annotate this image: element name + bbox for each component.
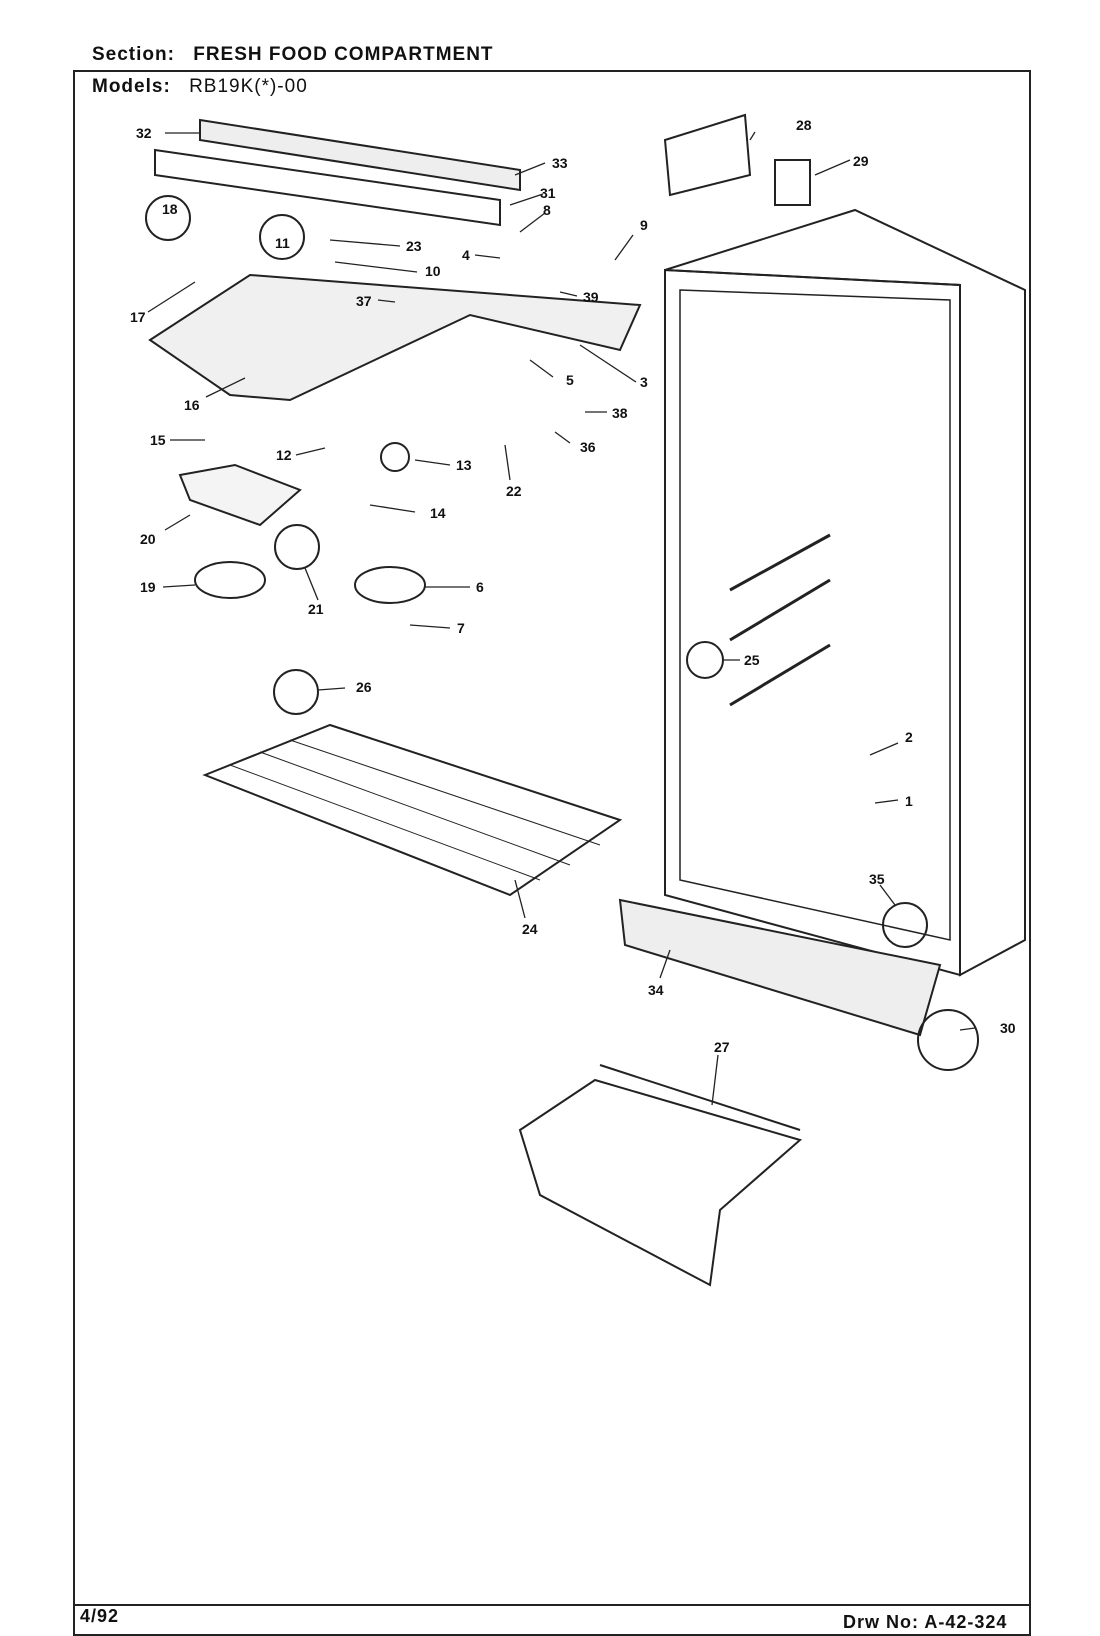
lamp-bulb [380,442,410,472]
callout-37: 37 [356,293,372,309]
section-value: FRESH FOOD COMPARTMENT [193,44,494,65]
callout-32: 32 [136,125,152,141]
callout-28: 28 [796,117,812,133]
callout-1: 1 [905,793,913,809]
callout-20: 20 [140,531,156,547]
control-panel [148,273,642,402]
footer-date: 4/92 [80,1606,120,1626]
callout-17: 17 [130,309,146,325]
callout-38: 38 [612,405,628,421]
callout-7: 7 [457,620,465,636]
callout-8: 8 [543,202,551,218]
callout-33: 33 [552,155,568,171]
callout-16: 16 [184,397,200,413]
section-heading: Section: FRESH FOOD COMPARTMENT [92,44,494,66]
callout-12: 12 [276,447,292,463]
callout-14: 14 [430,505,446,521]
callout-35: 35 [869,871,885,887]
callout-6: 6 [476,579,484,595]
callout-10: 10 [425,263,441,279]
leveling-leg-inset [917,1009,979,1071]
thermostat-housing [178,463,302,527]
callout-19: 19 [140,579,156,595]
callout-31: 31 [540,185,556,201]
screw-inset-18 [145,195,191,241]
exploded-parts-diagram: 1 2 3 4 5 6 7 8 9 10 11 12 13 14 15 16 1… [130,113,1026,1287]
callout-13: 13 [456,457,472,473]
clip-inset-35 [882,902,928,948]
screw-inset-11 [259,214,305,260]
callout-18: 18 [162,201,178,217]
wire-shelf [202,723,623,897]
callout-3: 3 [640,374,648,390]
callout-34: 34 [648,982,664,998]
models-label: Models: [92,76,171,97]
cap-inset-26 [273,669,319,715]
footer-divider [73,1604,1031,1606]
section-label: Section: [92,44,175,65]
models-value: RB19K(*)-00 [189,76,308,97]
callout-30: 30 [1000,1020,1016,1036]
wire-basket [518,1064,803,1287]
callout-25: 25 [744,652,760,668]
callout-39: 39 [583,289,599,305]
light-cover-bar [154,118,521,227]
callout-22: 22 [506,483,522,499]
callout-23: 23 [406,238,422,254]
models-heading: Models: RB19K(*)-00 [92,76,308,98]
callout-24: 24 [522,921,538,937]
hinge-bracket [663,113,752,197]
drawing-number: Drw No: A-42-324 [843,1612,1008,1632]
callout-26: 26 [356,679,372,695]
callout-9: 9 [640,217,648,233]
callout-21: 21 [308,601,324,617]
callout-29: 29 [853,153,869,169]
bracket-inset-25 [686,641,724,679]
callout-2: 2 [905,729,913,745]
knob-6 [354,566,426,604]
hinge [774,159,811,206]
callout-5: 5 [566,372,574,388]
callout-15: 15 [150,432,166,448]
refrigerator-cabinet [664,208,1026,977]
callout-11: 11 [275,235,290,251]
toe-grille [618,898,942,1037]
screw-inset-21 [274,524,320,570]
callout-4: 4 [462,247,470,263]
callout-27: 27 [714,1039,730,1055]
knob-19 [194,561,266,599]
callout-36: 36 [580,439,596,455]
